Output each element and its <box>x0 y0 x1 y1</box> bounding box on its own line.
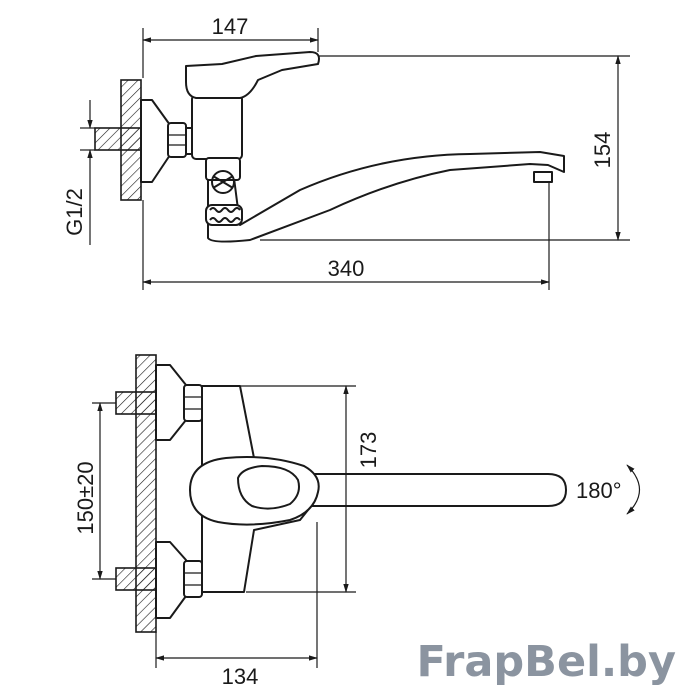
dim-label-154: 154 <box>590 132 615 169</box>
union-nut <box>167 122 187 158</box>
wall-hatch-front <box>135 354 157 633</box>
dim-label-134: 134 <box>222 664 259 689</box>
watermark-logo: FrapBel.by <box>417 637 676 687</box>
lower-flange <box>155 541 187 619</box>
swivel-valve-cross <box>212 175 234 189</box>
dim-label-147: 147 <box>212 14 249 39</box>
lower-inlet-pipe <box>115 567 157 591</box>
dim-label-rotation: 180° <box>576 478 622 503</box>
swivel-collar <box>205 157 241 181</box>
mixer-body <box>191 94 243 160</box>
spout <box>207 151 565 243</box>
upper-nut <box>183 384 203 422</box>
spout-front <box>299 473 567 507</box>
inlet-pipe <box>94 127 148 151</box>
aerator <box>533 171 553 183</box>
front-view: 150±20 173 134 180° <box>73 354 641 689</box>
upper-flange <box>155 364 187 441</box>
flange-cone <box>140 99 171 183</box>
ring-knurl <box>209 207 241 223</box>
handle-opening <box>237 465 300 510</box>
dim-label-340: 340 <box>328 256 365 281</box>
swivel-valve <box>211 170 235 194</box>
mixer-handle <box>185 51 320 99</box>
dim-label-173: 173 <box>356 432 381 469</box>
rotation-arrow <box>626 464 641 515</box>
top-view: 147 154 340 G1/2 <box>62 14 630 290</box>
upper-inlet-pipe <box>115 391 157 415</box>
dim-label-thread: G1/2 <box>62 188 87 236</box>
mixer-handle-front <box>189 456 320 526</box>
lower-nut <box>183 560 203 598</box>
dim-label-150: 150±20 <box>73 461 98 534</box>
